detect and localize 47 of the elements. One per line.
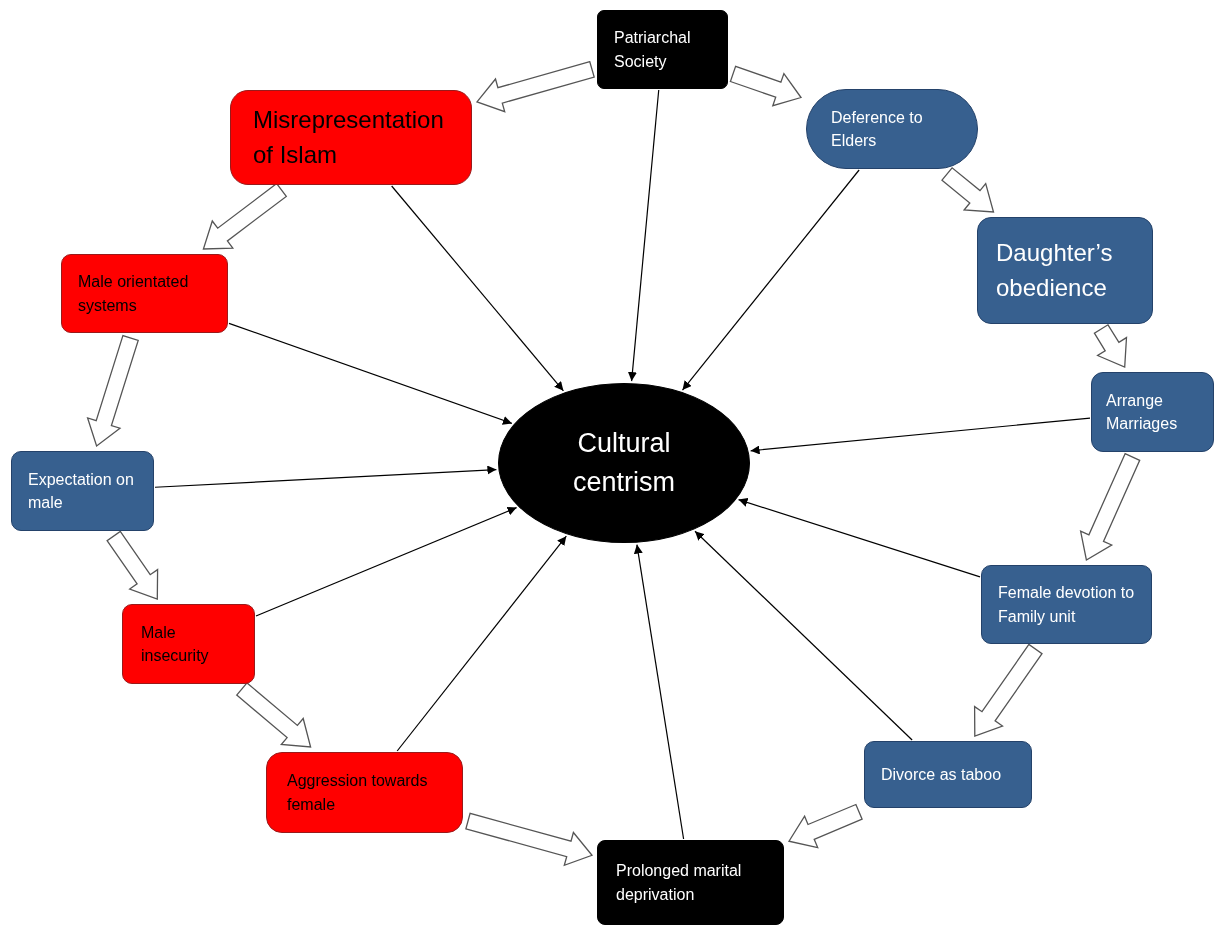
node-label: Misrepresentation of Islam	[253, 104, 445, 170]
node-label: Female devotion to Family unit	[998, 583, 1135, 627]
node-label: Male orientated systems	[78, 272, 190, 316]
process-box	[981, 565, 1152, 644]
block-arrow	[1093, 323, 1128, 368]
process-box	[597, 840, 784, 925]
arrow	[255, 506, 518, 617]
arrow	[391, 185, 564, 392]
block-arrow	[973, 643, 1043, 737]
process-box	[597, 10, 728, 89]
node-label: Prolonged marital deprivation	[616, 861, 743, 905]
process-box	[1091, 372, 1214, 452]
block-arrow	[86, 334, 139, 448]
arrow	[396, 535, 567, 752]
node-label: Male insecurity	[141, 622, 210, 666]
process-box	[864, 741, 1032, 808]
process-box	[61, 254, 228, 333]
node-label: Divorce as taboo	[881, 764, 1002, 785]
arrow	[627, 89, 660, 382]
block-arrow	[787, 803, 863, 849]
block-arrow	[235, 682, 312, 748]
arrow	[228, 322, 513, 425]
arrow	[154, 465, 497, 488]
arrow	[750, 417, 1091, 455]
block-arrow	[465, 812, 594, 867]
block-arrow	[941, 166, 995, 213]
node-label: Deference to Elders	[831, 107, 924, 151]
node-label: Patriarchal Society	[614, 28, 692, 72]
block-arrow	[106, 530, 159, 600]
node-label: Arrange Marriages	[1106, 390, 1179, 434]
block-arrow	[475, 60, 595, 113]
block-arrow	[1079, 452, 1141, 562]
block-arrow	[729, 65, 803, 107]
arrow	[633, 544, 685, 840]
arrow	[694, 530, 913, 741]
process-box	[230, 90, 472, 185]
arrow	[681, 169, 860, 391]
process-box	[11, 451, 154, 531]
node-label: Expectation on male	[28, 469, 135, 513]
node-label: Cultural centrism	[572, 426, 676, 499]
process-box	[122, 604, 255, 684]
node-label: Daughter’s obedience	[996, 237, 1114, 303]
process-box	[977, 217, 1153, 324]
block-arrow	[202, 182, 288, 250]
process-box	[266, 752, 463, 833]
node-label: Aggression towards female	[287, 771, 429, 815]
arrow	[737, 498, 981, 578]
